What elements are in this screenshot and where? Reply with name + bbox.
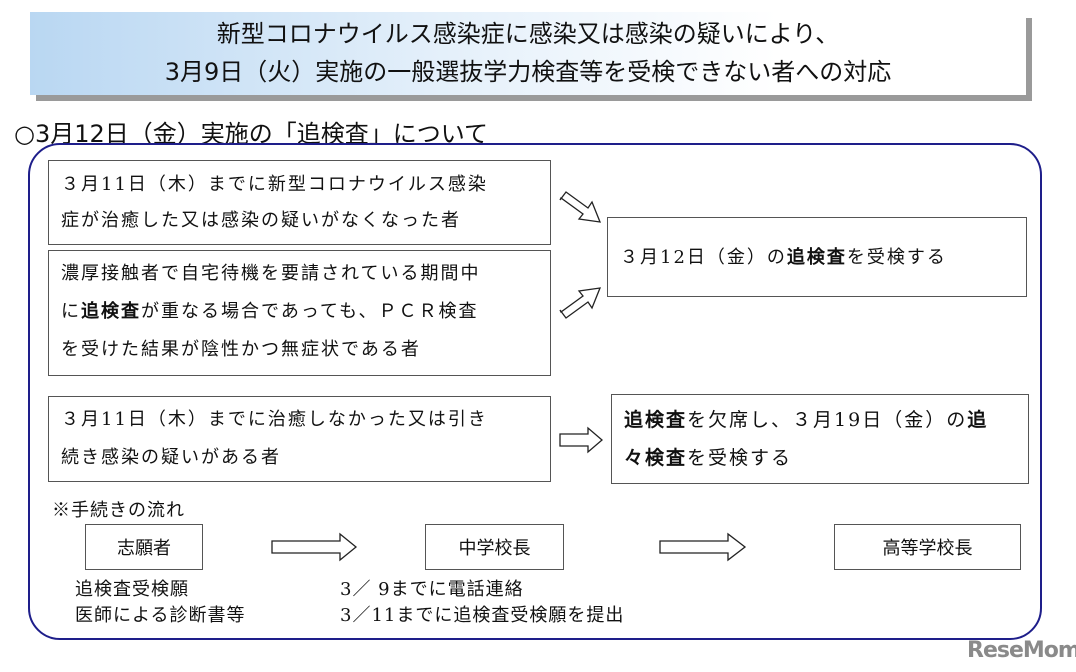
- step-junior-high-principal: 中学校長: [425, 524, 564, 570]
- text-bold: 々検査: [624, 447, 688, 469]
- text: が重なる場合であっても、ＰＣＲ検査: [141, 301, 479, 322]
- content-frame: [28, 143, 1042, 640]
- title-line-1: 新型コロナウイルス感染症に感染又は感染の疑いにより、: [216, 20, 840, 48]
- text-bold: 追検査: [624, 409, 688, 431]
- resemom-logo: ReseMom: [967, 638, 1076, 663]
- text-bold: 追: [967, 409, 989, 431]
- note-phone: 3／ 9までに電話連絡: [340, 579, 524, 600]
- text: に: [61, 301, 81, 322]
- text: ３月11日（木）までに治癒しなかった又は引き: [61, 409, 488, 430]
- note-submit: 3／11までに追検査受検願を提出: [340, 605, 625, 626]
- procedure-title: ※手続きの流れ: [52, 500, 185, 521]
- text: を受検する: [687, 447, 793, 469]
- arrow-down-right-icon: [559, 191, 602, 223]
- text: を受検する: [846, 247, 947, 268]
- condition-box-recovered: ３月11日（木）までに新型コロナウイルス感染 症が治癒した又は感染の疑いがなくな…: [48, 160, 551, 245]
- arrow-right-icon: [659, 532, 747, 562]
- text: 症が治癒した又は感染の疑いがなくなった者: [61, 210, 461, 231]
- text-bold: 追検査: [81, 301, 141, 322]
- doc-medical-certificate: 医師による診断書等: [75, 605, 246, 626]
- condition-box-close-contact: 濃厚接触者で自宅待機を要請されている期間中 に追検査が重なる場合であっても、ＰＣ…: [48, 250, 551, 376]
- title-banner: 新型コロナウイルス感染症に感染又は感染の疑いにより、 3月9日（火）実施の一般選…: [30, 12, 1026, 95]
- arrow-right-icon: [271, 532, 358, 562]
- text: ３月12日（金）の: [620, 247, 787, 268]
- result-box-second-make-up: 追検査を欠席し、３月19日（金）の追 々検査を受検する: [611, 394, 1029, 484]
- result-box-make-up-exam: ３月12日（金）の追検査を受検する: [607, 217, 1027, 297]
- doc-application: 追検査受検願: [75, 579, 189, 600]
- text-bold: 追検査: [786, 247, 847, 268]
- text: を欠席し、３月19日（金）の: [687, 409, 968, 431]
- step-high-school-principal: 高等学校長: [834, 524, 1021, 570]
- text: 濃厚接触者で自宅待機を要請されている期間中: [61, 263, 481, 284]
- step-applicant: 志願者: [85, 524, 203, 570]
- text: を受けた結果が陰性かつ無症状である者: [61, 339, 421, 360]
- arrow-up-right-icon: [559, 287, 602, 319]
- text: ３月11日（木）までに新型コロナウイルス感染: [61, 174, 488, 195]
- arrow-right-icon: [559, 426, 603, 454]
- title-line-2: 3月9日（火）実施の一般選抜学力検査等を受検できない者への対応: [164, 58, 892, 86]
- text: に追検査が重なる場合であっても、ＰＣＲ検査: [61, 293, 538, 331]
- text: 続き感染の疑いがある者: [61, 447, 281, 468]
- condition-box-not-recovered: ３月11日（木）までに治癒しなかった又は引き 続き感染の疑いがある者: [48, 396, 551, 482]
